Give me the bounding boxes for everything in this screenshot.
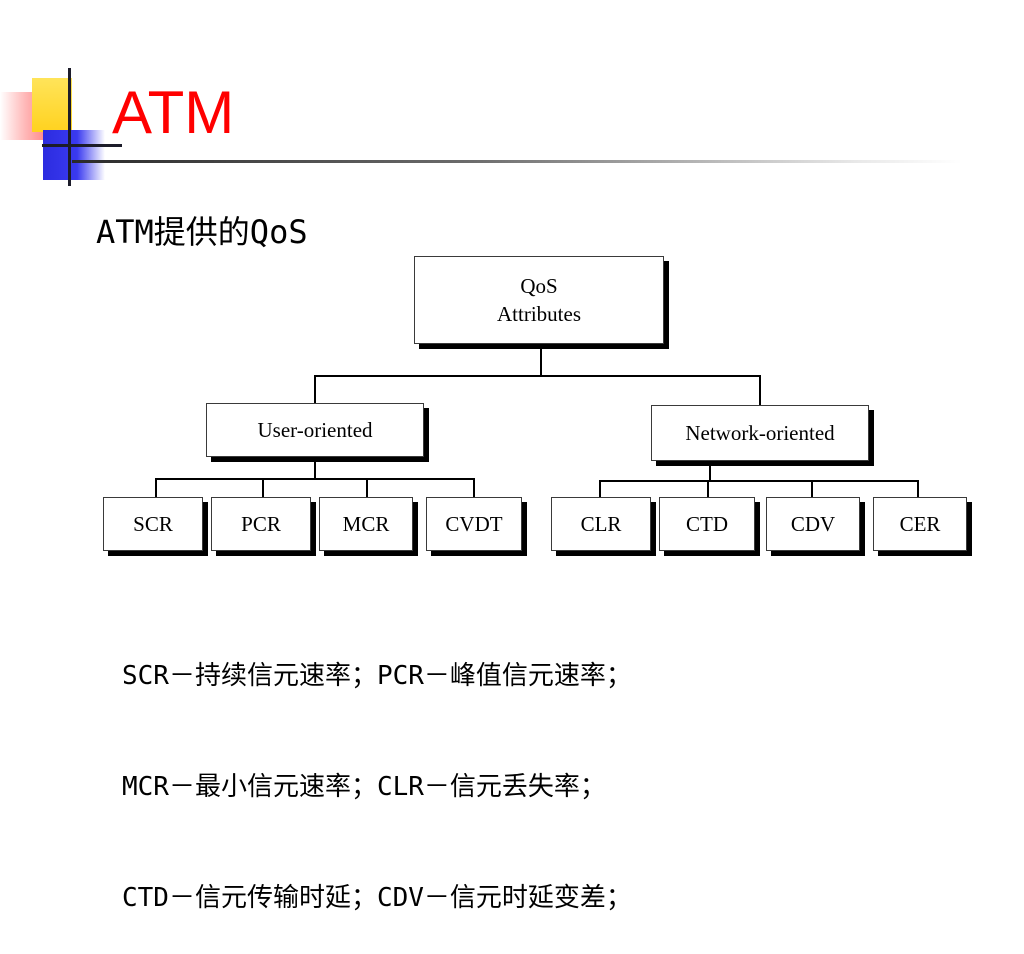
scr-node: SCR: [103, 497, 203, 551]
ctd-label: CTD: [686, 511, 728, 536]
connector-to-scr: [155, 478, 157, 497]
connector-user-bar: [155, 478, 475, 480]
scr-label: SCR: [133, 511, 173, 536]
root-label-line2: Attributes: [497, 302, 581, 326]
ctd-node: CTD: [659, 497, 755, 551]
connector-user-down: [314, 457, 316, 479]
abbreviation-notes: SCR－持续信元速率；PCR－峰值信元速率； MCR－最小信元速率；CLR－信元…: [122, 584, 632, 954]
connector-network-bar: [599, 480, 919, 482]
logo-vertical-line: [68, 68, 71, 186]
connector-to-ctd: [707, 480, 709, 497]
cvdt-node: CVDT: [426, 497, 522, 551]
note-line: MCR－最小信元速率；CLR－信元丢失率；: [122, 772, 606, 802]
cvdt-label: CVDT: [445, 511, 503, 536]
connector-to-cdv: [811, 480, 813, 497]
mcr-node: MCR: [319, 497, 413, 551]
mcr-label: MCR: [342, 511, 390, 536]
cer-node: CER: [873, 497, 967, 551]
qos-attributes-node: QoS Attributes: [414, 256, 664, 344]
connector-network-down: [709, 461, 711, 481]
connector-to-pcr: [262, 478, 264, 497]
logo-horizontal-line: [42, 144, 122, 147]
pcr-label: PCR: [241, 511, 281, 536]
network-oriented-label: Network-oriented: [685, 420, 835, 445]
qos-hierarchy-diagram: QoS Attributes User-oriented Network-ori…: [103, 256, 967, 551]
logo-blue-block: [43, 130, 105, 180]
user-oriented-label: User-oriented: [257, 417, 373, 442]
cdv-label: CDV: [790, 511, 836, 536]
root-label-line1: QoS: [520, 274, 558, 298]
connector-to-cvdt: [473, 478, 475, 497]
connector-to-network: [759, 375, 761, 405]
network-oriented-node: Network-oriented: [651, 405, 869, 461]
clr-node: CLR: [551, 497, 651, 551]
slide-subtitle: ATM提供的QoS: [96, 213, 308, 251]
pcr-node: PCR: [211, 497, 311, 551]
note-line: CTD－信元传输时延；CDV－信元时延变差；: [122, 883, 632, 913]
cdv-node: CDV: [766, 497, 860, 551]
user-oriented-node: User-oriented: [206, 403, 424, 457]
slide-title: ATM: [112, 79, 235, 146]
connector-to-cer: [917, 480, 919, 497]
title-underline: [72, 160, 962, 163]
connector-root-down: [540, 344, 542, 376]
connector-branch-bar: [314, 375, 761, 377]
cer-label: CER: [899, 511, 941, 536]
connector-to-clr: [599, 480, 601, 497]
note-line: SCR－持续信元速率；PCR－峰值信元速率；: [122, 661, 632, 691]
connector-to-user: [314, 375, 316, 403]
logo-yellow-block: [32, 78, 72, 132]
clr-label: CLR: [580, 511, 622, 536]
connector-to-mcr: [366, 478, 368, 497]
